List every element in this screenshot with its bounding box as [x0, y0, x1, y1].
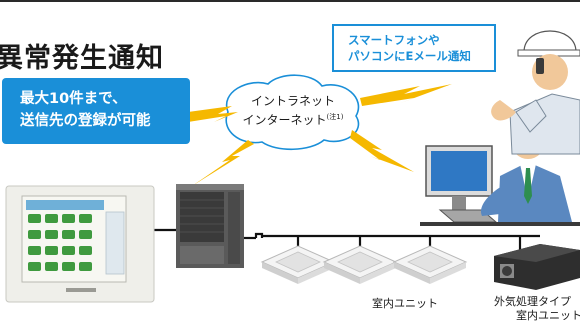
- registration-callout-line-2: 送信先の登録が可能: [20, 113, 151, 129]
- office-worker-pc-illustration: [420, 124, 580, 226]
- network-footnote-marker: (注1): [326, 113, 344, 121]
- network-label-internet-text: インターネット: [242, 113, 327, 127]
- worker-smartphone-illustration: [491, 30, 580, 155]
- indoor-cassette-unit-2: [322, 245, 398, 284]
- indoor-cassette-unit-1: [260, 245, 336, 284]
- network-label-intranet: イントラネット: [250, 94, 335, 108]
- email-notification-callout: スマートフォンや パソコンにEメール通知: [332, 24, 496, 72]
- network-label: イントラネット インターネット(注1): [231, 93, 355, 128]
- lightning-bolt-to-smartphone: [360, 84, 452, 106]
- outdoor-unit-illustration: [176, 184, 244, 268]
- top-rule: [0, 0, 580, 2]
- indoor-unit-label: 室内ユニット: [372, 297, 438, 310]
- email-notification-line-1: スマートフォンや: [348, 33, 440, 47]
- indoor-cassette-unit-3: [392, 245, 468, 284]
- registration-callout-line-1: 最大10件まで、: [20, 91, 127, 107]
- outdoor-air-unit-label: 外気処理タイプ 室内ユニット: [494, 295, 580, 323]
- outdoor-air-unit-label-line-2: 室内ユニット: [516, 309, 580, 322]
- lightning-bolt-to-pc: [350, 130, 414, 172]
- network-cloud-outline: [225, 74, 360, 151]
- network-label-internet: インターネット(注1): [231, 109, 355, 128]
- outdoor-air-processing-unit: [494, 244, 580, 290]
- outdoor-air-unit-label-line-1: 外気処理タイプ: [494, 295, 571, 308]
- lightning-bolt-to-outdoor: [192, 140, 254, 186]
- registration-callout: 最大10件まで、 送信先の登録が可能: [2, 78, 190, 144]
- email-notification-line-2: パソコンにEメール通知: [348, 49, 471, 63]
- central-controller-illustration: [5, 185, 155, 303]
- page-title: 異常発生通知: [0, 43, 164, 74]
- lightning-bolt-left-callout: [188, 106, 238, 122]
